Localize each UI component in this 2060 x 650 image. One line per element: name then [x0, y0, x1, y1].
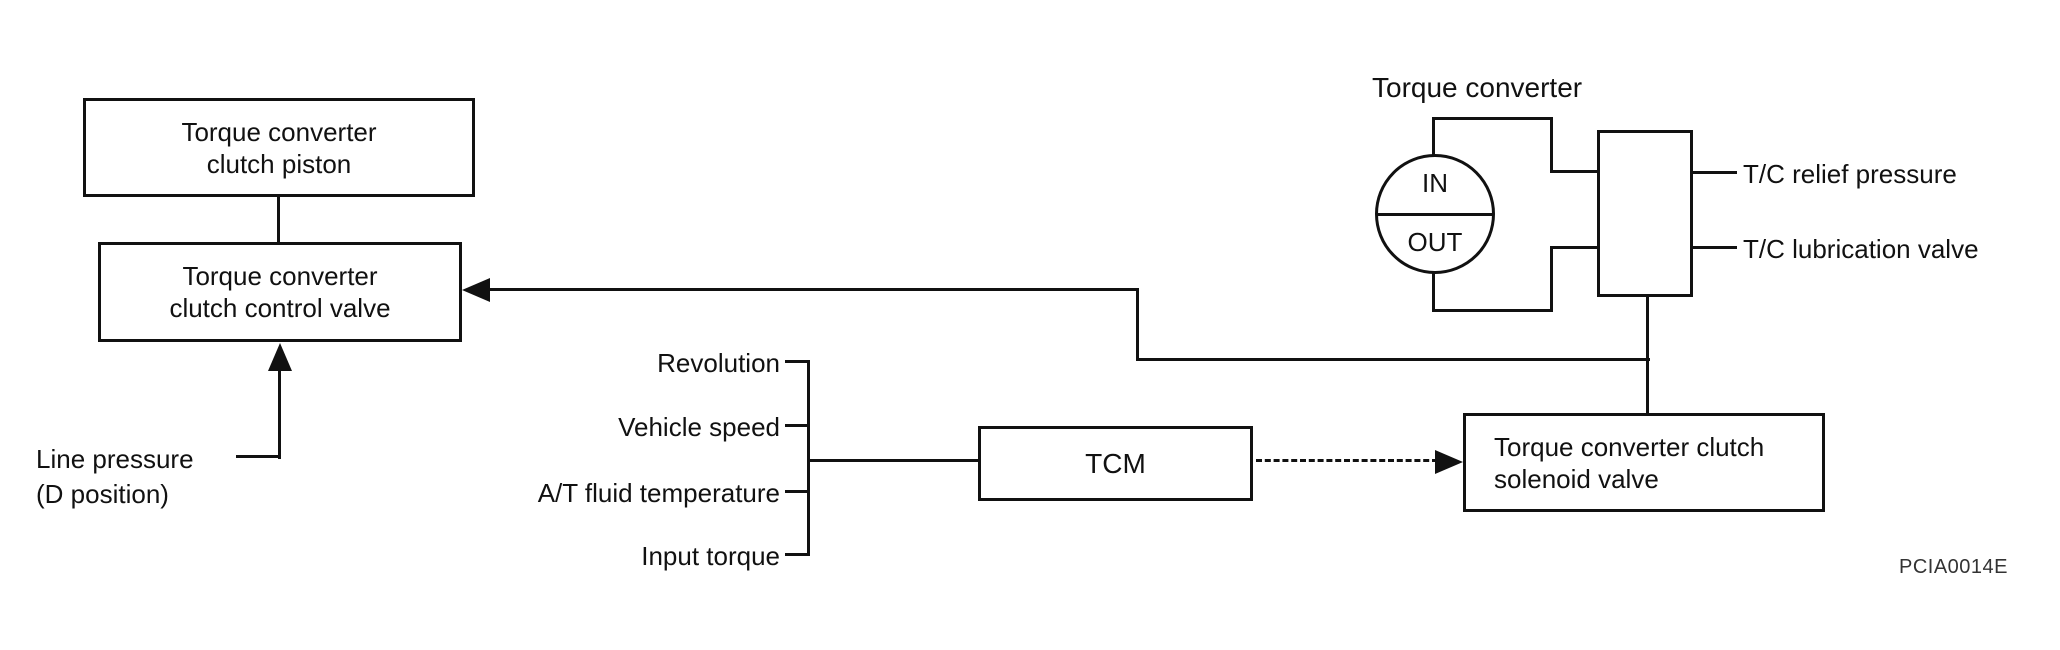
line-pressure-arrowhead-icon: [268, 343, 292, 371]
feedback-line-upper-segment: [488, 288, 1138, 291]
feedback-arrowhead-icon: [462, 278, 490, 302]
converter-out-label: OUT: [1407, 227, 1463, 257]
torque-converter-valve-body-rect: [1597, 130, 1693, 297]
input-tick-input-torque: [785, 553, 810, 556]
converter-out-bottom-line: [1432, 309, 1553, 312]
solenoid-valve-box: Torque converter clutch solenoid valve: [1463, 413, 1825, 512]
input-bracket-line: [807, 360, 810, 556]
tcm-box: TCM: [978, 426, 1253, 501]
piston-box: Torque converter clutch piston: [83, 98, 475, 197]
valve-body-to-solenoid-line: [1646, 296, 1649, 413]
lubrication-valve-tick-line: [1692, 246, 1737, 249]
converter-in-top-line: [1432, 117, 1553, 120]
line-pressure-position-label: (D position): [36, 479, 169, 509]
converter-out-jog-line: [1550, 246, 1553, 312]
bracket-to-tcm-line: [807, 459, 978, 462]
converter-in-riser-line: [1432, 117, 1435, 157]
input-tick-at-fluid-temperature: [785, 490, 810, 493]
feedback-line-jog-segment: [1136, 288, 1139, 361]
line-pressure-horizontal-line: [236, 455, 281, 458]
piston-to-valve-connector-line: [277, 197, 280, 242]
feedback-line-lower-segment: [1136, 358, 1650, 361]
circle-divider-line: [1377, 213, 1493, 216]
line-pressure-vertical-line: [278, 366, 281, 459]
input-tick-revolution: [785, 360, 810, 363]
converter-in-jog-line: [1550, 117, 1553, 173]
input-tick-vehicle-speed: [785, 424, 810, 427]
input-label-input-torque: Input torque: [641, 541, 780, 571]
input-label-vehicle-speed: Vehicle speed: [618, 412, 780, 442]
tcm-to-solenoid-arrowhead-icon: [1435, 450, 1463, 474]
tc-relief-pressure-label: T/C relief pressure: [1743, 159, 1957, 189]
input-label-at-fluid-temperature: A/T fluid temperature: [537, 478, 780, 508]
torque-converter-title: Torque converter: [1372, 72, 1583, 103]
tc-lubrication-valve-label: T/C lubrication valve: [1743, 234, 1979, 264]
relief-pressure-tick-line: [1692, 171, 1737, 174]
control-valve-box: Torque converter clutch control valve: [98, 242, 462, 342]
figure-code: PCIA0014E: [1899, 556, 2009, 578]
converter-in-label: IN: [1422, 168, 1448, 198]
converter-in-entry-line: [1550, 170, 1597, 173]
input-label-revolution: Revolution: [657, 348, 780, 378]
line-pressure-label: Line pressure: [36, 444, 194, 474]
tcm-to-solenoid-dashed-line: [1256, 459, 1438, 462]
converter-out-entry-line: [1550, 246, 1597, 249]
converter-out-drop-line: [1432, 271, 1435, 312]
